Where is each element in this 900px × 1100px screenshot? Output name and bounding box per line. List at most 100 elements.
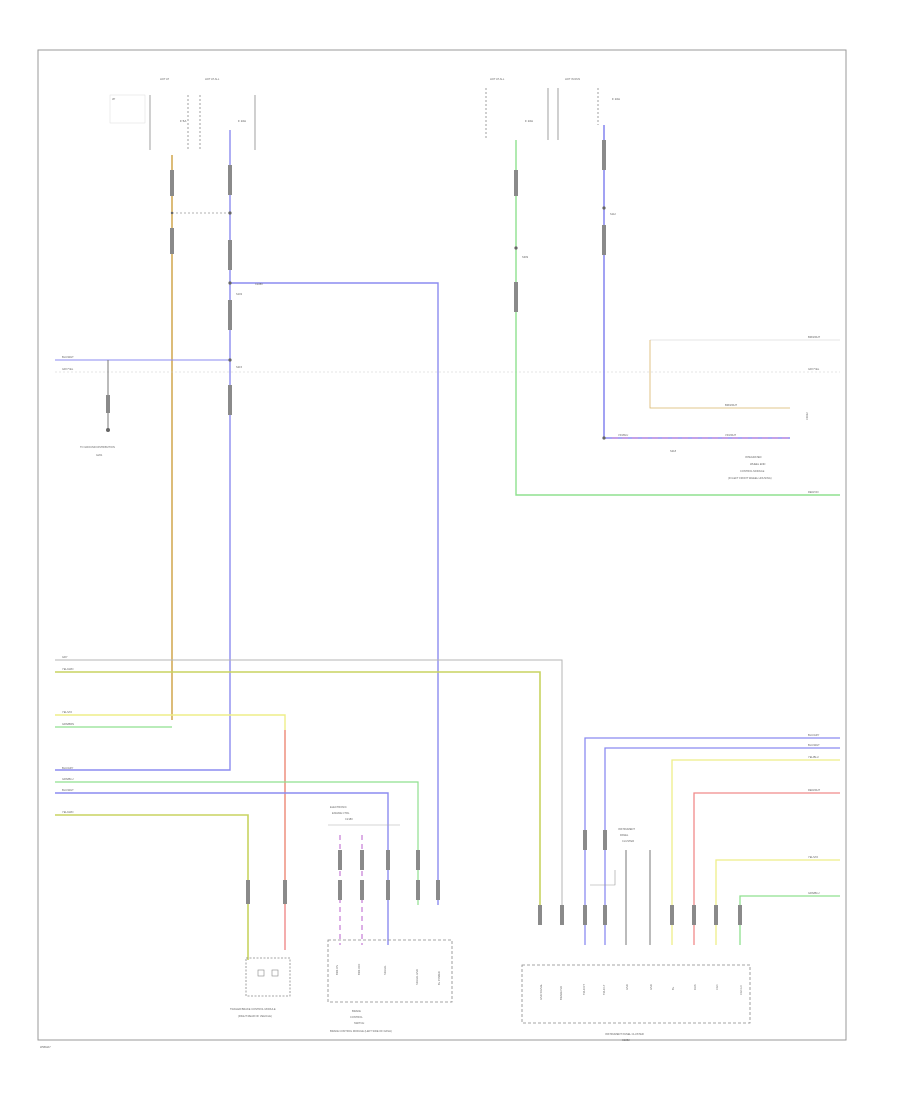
svg-text:GRY/YEL: GRY/YEL <box>808 367 820 371</box>
fuse-label-b: F 10A <box>238 119 246 123</box>
splice-labels: S103 S215 S309 S112 S218 C2280 <box>236 212 677 453</box>
svg-text:(RIGHT REAR OF VEHICLE): (RIGHT REAR OF VEHICLE) <box>238 1014 272 1018</box>
svg-text:TRAILER BRAKE CONTROL MODULE: TRAILER BRAKE CONTROL MODULE <box>230 1007 276 1011</box>
instrument-cluster-label: INSTRUMENT PANEL CLUSTER C2282 <box>605 1032 644 1042</box>
wire-blue-branch <box>230 282 439 905</box>
top-left-fuse-group <box>149 95 256 150</box>
svg-text:TRLR LT: TRLR LT <box>602 984 606 995</box>
wire-br-green <box>739 895 840 945</box>
svg-text:TRLR RT: TRLR RT <box>582 984 586 995</box>
diagram-border <box>37 49 847 1041</box>
trailer-connector-box <box>245 957 291 997</box>
mid-connector-label: ELECTRONIC ENGINE CTRL C2180 <box>328 805 400 826</box>
wire-olive-bottom <box>55 814 249 960</box>
brake-module-box <box>327 939 453 1003</box>
instrument-cluster-box <box>521 964 751 1024</box>
svg-text:BRAKE IND: BRAKE IND <box>559 986 563 1000</box>
wire-br-red <box>693 792 840 945</box>
right-module-text: INTEGRATED WHEEL END CONTROL MODULE (IN … <box>728 412 809 480</box>
svg-text:B+: B+ <box>671 986 675 990</box>
svg-text:HOT AT ALL: HOT AT ALL <box>205 77 220 81</box>
svg-text:RED/WHT: RED/WHT <box>808 788 821 792</box>
svg-text:BRN/WHT: BRN/WHT <box>725 403 738 407</box>
svg-text:G201: G201 <box>96 453 103 457</box>
svg-text:CONTROL: CONTROL <box>350 1015 363 1019</box>
svg-text:GRY/YEL: GRY/YEL <box>62 367 74 371</box>
svg-text:BLU/WHT: BLU/WHT <box>808 743 820 747</box>
svg-text:C3022: C3022 <box>805 412 809 420</box>
svg-text:S215: S215 <box>236 365 243 369</box>
svg-text:RUN: RUN <box>693 984 697 990</box>
svg-text:WHEEL END: WHEEL END <box>750 462 765 466</box>
fuse-label-a: F 5A <box>180 119 186 123</box>
svg-text:ELECTRONIC: ELECTRONIC <box>330 805 347 809</box>
svg-text:S112: S112 <box>610 212 616 216</box>
svg-text:S218: S218 <box>670 449 677 453</box>
top-right-labels: HOT AT ALL HOT IN RUN F 10A F 10A <box>490 77 620 123</box>
wire-br-yellow <box>671 759 840 945</box>
svg-text:RED/VIO: RED/VIO <box>808 490 819 494</box>
svg-text:BLU/WHT: BLU/WHT <box>62 788 74 792</box>
svg-text:S103: S103 <box>236 292 243 296</box>
svg-text:BRK OFF: BRK OFF <box>357 963 361 975</box>
cluster-connector-label: INSTRUMENT PANEL CLUSTER <box>590 827 635 886</box>
svg-text:SIGNAL: SIGNAL <box>383 965 387 975</box>
svg-text:GRN/BLU: GRN/BLU <box>808 891 820 895</box>
svg-text:HOT AT: HOT AT <box>160 77 170 81</box>
svg-text:BRAKE CONTROL MODULE (LEFT SID: BRAKE CONTROL MODULE (LEFT SIDE OF DASH) <box>330 1029 392 1033</box>
wire-olive-top <box>55 671 541 905</box>
svg-text:INSTRUMENT: INSTRUMENT <box>618 827 635 831</box>
svg-text:YEL/GRN: YEL/GRN <box>62 810 74 814</box>
svg-text:BRK ON: BRK ON <box>335 965 339 975</box>
left-ground-label: TO GROUND DISTRIBUTION G201 <box>80 445 115 457</box>
wire-tags <box>106 140 742 925</box>
wire-faint-2 <box>649 340 790 409</box>
svg-text:BLU/GRY: BLU/GRY <box>808 733 820 737</box>
svg-text:BRAKE: BRAKE <box>352 1009 361 1013</box>
svg-text:GND: GND <box>649 984 653 990</box>
fuse-label-d: F 10A <box>612 97 620 101</box>
wire-br-yellow-2 <box>715 859 840 945</box>
svg-text:CAN: CAN <box>715 984 719 990</box>
svg-text:GRN/BRN: GRN/BRN <box>62 722 74 726</box>
wire-yellow-left <box>55 714 286 905</box>
top-left-labels: I/P HOT AT HOT AT ALL F 5A F 10A <box>109 77 246 124</box>
cluster-pin-labels: GND SIGNAL BRAKE IND TRLR RT TRLR LT GND… <box>539 983 743 1000</box>
left-edge-wire-labels: BLU/WHT GRY/YEL GRY YEL/GRN YEL/VIO GRN/… <box>62 355 74 814</box>
svg-text:BRN/WHT: BRN/WHT <box>808 335 821 339</box>
svg-text:CAN LO: CAN LO <box>739 985 743 995</box>
trailer-connector-label: TRAILER BRAKE CONTROL MODULE (RIGHT REAR… <box>230 1007 276 1018</box>
wire-br-blue-1 <box>584 737 840 945</box>
fuse-label-c: F 10A <box>525 119 533 123</box>
wire-blue-left <box>55 130 231 771</box>
svg-text:C2280: C2280 <box>255 282 263 286</box>
wire-br-blue-2 <box>604 747 840 945</box>
svg-text:C2282: C2282 <box>622 1038 630 1042</box>
top-right-fuse-group <box>485 88 599 140</box>
svg-text:SIGNAL GND: SIGNAL GND <box>415 969 419 985</box>
brake-module-pin-labels: BRK ON BRK OFF SIGNAL SIGNAL GND B+ POWE… <box>335 963 441 985</box>
brake-module-label: BRAKE CONTROL SWITCH BRAKE CONTROL MODUL… <box>330 1009 392 1033</box>
svg-text:YEL/GRN: YEL/GRN <box>62 667 74 671</box>
svg-text:CONTROL MODULE: CONTROL MODULE <box>740 469 765 473</box>
svg-text:GRY: GRY <box>62 655 68 659</box>
svg-text:B+ POWER: B+ POWER <box>437 971 441 985</box>
svg-text:GRN/BLU: GRN/BLU <box>62 777 74 781</box>
svg-text:BLU/GRY: BLU/GRY <box>62 766 74 770</box>
svg-text:CLUSTER: CLUSTER <box>622 839 634 843</box>
svg-text:I/P: I/P <box>112 97 115 101</box>
footer-code: W96MA7 <box>40 1045 51 1049</box>
svg-text:YEL/VIO: YEL/VIO <box>808 855 818 859</box>
splice-dots <box>106 206 606 440</box>
svg-text:VIO/WHT: VIO/WHT <box>725 433 737 437</box>
svg-text:BLU/WHT: BLU/WHT <box>62 355 74 359</box>
svg-text:YEL/BLU: YEL/BLU <box>808 755 819 759</box>
svg-text:INTEGRATED: INTEGRATED <box>745 455 762 459</box>
svg-text:GND SIGNAL: GND SIGNAL <box>539 983 543 1000</box>
svg-text:C2180: C2180 <box>345 817 353 821</box>
svg-text:YEL/VIO: YEL/VIO <box>62 710 72 714</box>
svg-text:S309: S309 <box>522 255 529 259</box>
svg-text:HOT AT ALL: HOT AT ALL <box>490 77 505 81</box>
svg-text:ENGINE CTRL: ENGINE CTRL <box>332 811 350 815</box>
